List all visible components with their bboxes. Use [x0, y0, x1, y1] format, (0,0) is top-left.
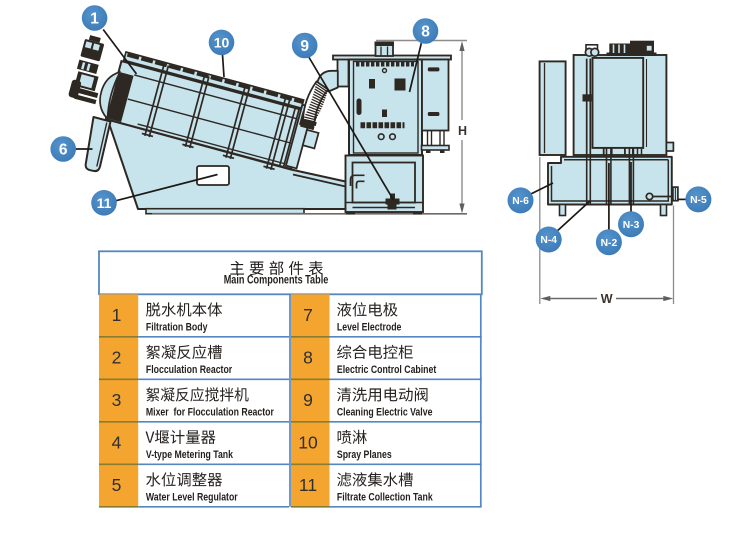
svg-text:Level Electrode: Level Electrode	[337, 321, 402, 333]
svg-text:V-type Metering Tank: V-type Metering Tank	[146, 449, 233, 461]
svg-text:Filtration Body: Filtration Body	[146, 321, 208, 333]
svg-text:N-2: N-2	[601, 238, 618, 249]
svg-text:9: 9	[303, 390, 313, 410]
svg-text:Flocculation Reactor: Flocculation Reactor	[146, 364, 232, 376]
svg-text:N-5: N-5	[690, 195, 707, 206]
svg-text:N-4: N-4	[540, 235, 557, 246]
svg-text:Mixer for Flocculation Reacto: Mixer for Flocculation Reactor	[146, 406, 274, 418]
svg-text:1: 1	[90, 11, 99, 28]
svg-text:Water Level Regulator: Water Level Regulator	[146, 491, 238, 503]
svg-text:H: H	[458, 124, 467, 138]
svg-text:5: 5	[112, 475, 122, 495]
svg-text:W: W	[601, 292, 613, 306]
svg-text:3: 3	[112, 390, 122, 410]
svg-text:N-3: N-3	[623, 220, 640, 231]
svg-text:4: 4	[112, 433, 122, 453]
svg-text:8: 8	[421, 24, 430, 41]
svg-text:11: 11	[97, 195, 112, 211]
svg-text:Spray Planes: Spray Planes	[337, 449, 392, 461]
svg-text:8: 8	[303, 348, 313, 368]
svg-text:Main Components Table: Main Components Table	[224, 274, 329, 287]
svg-text:6: 6	[59, 142, 68, 159]
svg-text:10: 10	[214, 34, 230, 50]
svg-text:Filtrate Collection Tank: Filtrate Collection Tank	[337, 491, 433, 503]
svg-text:7: 7	[303, 305, 313, 325]
svg-text:11: 11	[299, 475, 317, 495]
svg-text:N-6: N-6	[512, 196, 529, 207]
svg-text:1: 1	[112, 305, 122, 325]
svg-text:9: 9	[300, 38, 309, 55]
svg-text:Electric Control Cabinet: Electric Control Cabinet	[337, 364, 437, 376]
svg-text:2: 2	[112, 348, 122, 368]
svg-text:10: 10	[298, 433, 318, 453]
svg-text:Cleaning Electric Valve: Cleaning Electric Valve	[337, 406, 433, 418]
